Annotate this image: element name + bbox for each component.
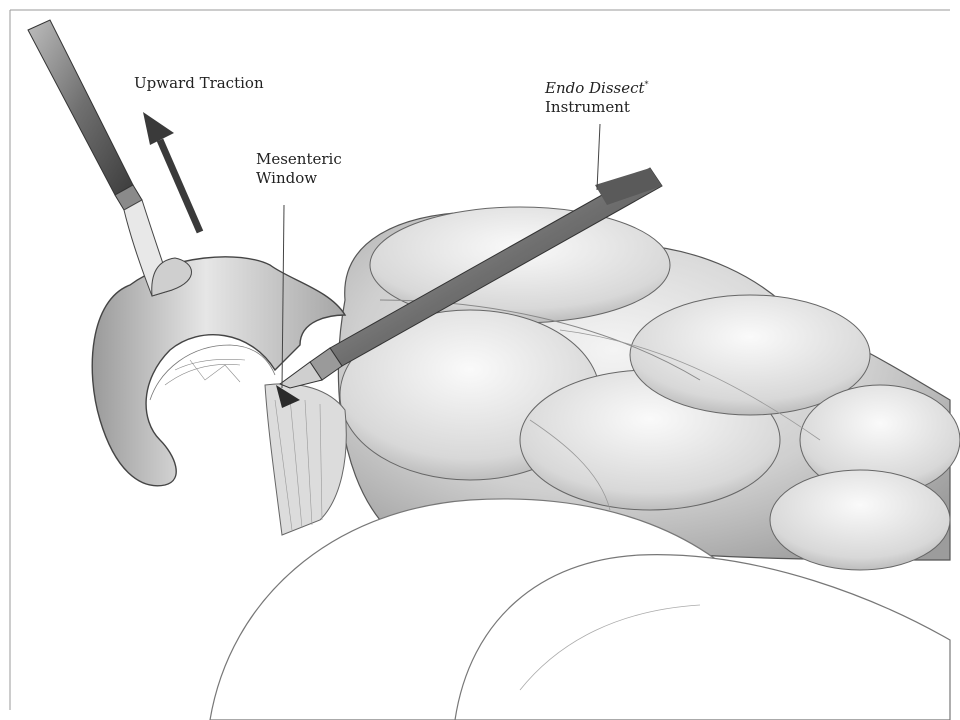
frame-border <box>9 9 950 710</box>
bowel-mass <box>337 206 960 571</box>
trademark-mark: * <box>644 80 649 89</box>
bowel-loop-lower-right <box>769 469 951 571</box>
endo-dissect-label-line1: Endo Dissect* <box>545 79 649 98</box>
mesenteric-window-label-line2: Window <box>256 169 318 187</box>
endo-dissect-instrument <box>278 167 663 389</box>
upward-traction-arrow <box>143 112 204 234</box>
mesenteric-window-label: Mesenteric Window <box>256 150 342 188</box>
endo-dissect-label-line2: Instrument <box>545 98 630 116</box>
upward-traction-label: Upward Traction <box>134 74 264 92</box>
mesentery <box>264 383 347 536</box>
endo-dissect-name: Endo Dissect <box>545 79 645 97</box>
mesenteric-window-label-line1: Mesenteric <box>256 150 342 168</box>
mesenteric-window <box>276 385 300 408</box>
endo-dissect-label: Endo Dissect* Instrument <box>545 79 649 117</box>
window-leader-line <box>281 204 285 389</box>
lower-bowel-loops <box>209 498 951 720</box>
bowel-loop-right <box>629 294 871 416</box>
lifted-bowel-loop <box>91 256 347 487</box>
instrument-leader-line <box>596 123 601 191</box>
grasper-instrument <box>27 19 192 297</box>
